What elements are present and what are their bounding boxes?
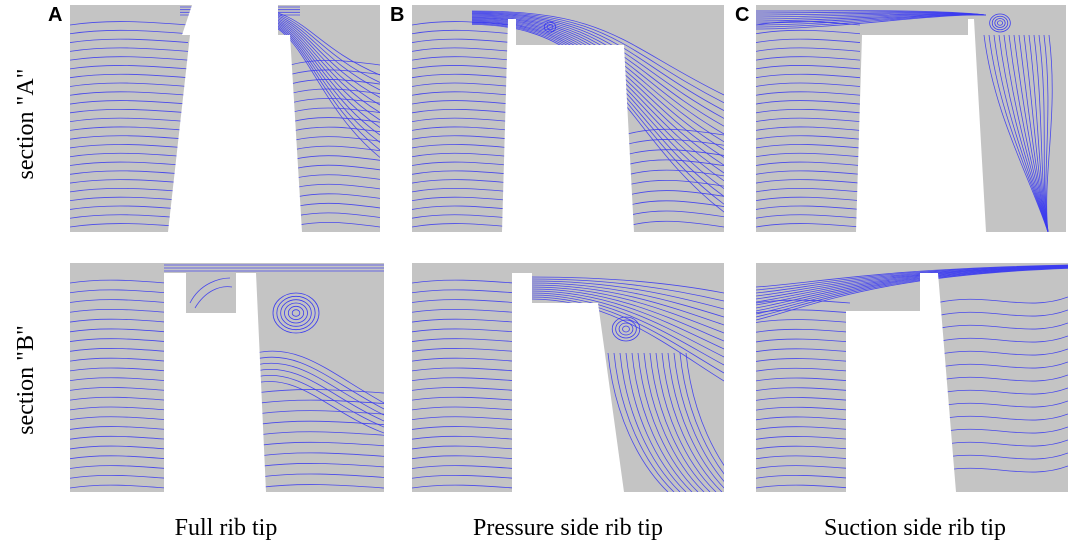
panel-a-section-b [70, 263, 384, 492]
streamline-plot-b1 [412, 5, 724, 232]
streamline-plot-b2 [412, 263, 724, 492]
panel-letter-a: A [48, 4, 63, 26]
column-label-suction-side-rib-tip: Suction side rib tip [824, 515, 1006, 541]
streamline-plot-a1 [70, 5, 380, 232]
panel-b-section-b [412, 263, 724, 492]
panel-letter-c: C [735, 4, 750, 26]
row-label-section-b: section "B" [13, 325, 39, 435]
column-label-pressure-side-rib-tip: Pressure side rib tip [473, 515, 663, 541]
panel-letter-b: B [390, 4, 405, 26]
row-label-section-a: section "A" [13, 68, 39, 180]
panel-c-section-a [756, 5, 1066, 232]
streamline-plot-c1 [756, 5, 1066, 232]
streamline-plot-a2 [70, 263, 384, 492]
panel-a-section-a [70, 5, 380, 232]
panel-c-section-b [756, 263, 1068, 492]
column-label-full-rib-tip: Full rib tip [174, 515, 278, 541]
panel-b-section-a [412, 5, 724, 232]
streamline-plot-c2 [756, 263, 1068, 492]
